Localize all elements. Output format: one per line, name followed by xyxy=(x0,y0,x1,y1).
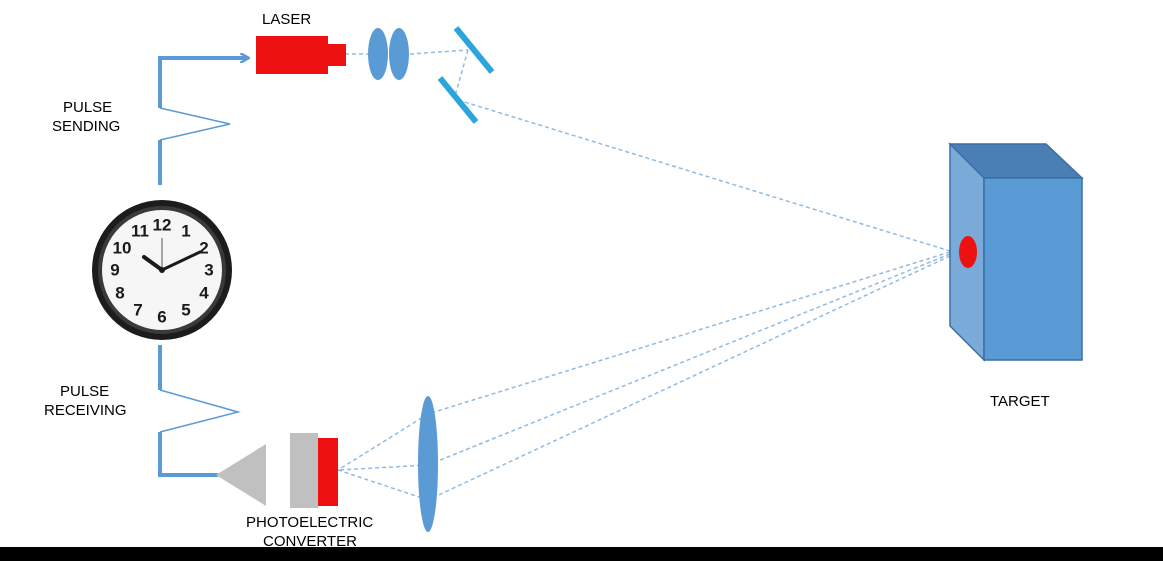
focus-beam-top xyxy=(337,413,429,471)
mirrors xyxy=(437,26,495,124)
focus-beam-bottom xyxy=(337,469,429,501)
clock-numeral: 9 xyxy=(110,261,119,280)
beam-mirror-to-target xyxy=(457,99,951,252)
beam-mirror-to-mirror xyxy=(454,49,469,97)
return-beam-top xyxy=(427,251,951,415)
photoelectric-converter-label-line2: CONVERTER xyxy=(263,533,357,550)
pulse-sending-label-line2: SENDING xyxy=(52,118,120,135)
target-front-face xyxy=(983,177,1083,361)
target-label: TARGET xyxy=(990,393,1050,410)
focus-beam-mid xyxy=(337,464,429,471)
clock-numeral: 3 xyxy=(204,261,213,280)
converter-sensor xyxy=(318,438,338,506)
pulse-sending-label-line1: PULSE xyxy=(63,99,112,116)
clock-numeral: 2 xyxy=(199,239,208,258)
clock-numeral: 12 xyxy=(153,216,172,235)
converter-body xyxy=(290,433,318,508)
mirror-lower xyxy=(437,76,479,124)
converter-amplifier-triangle xyxy=(216,444,266,506)
clock-numeral: 8 xyxy=(115,284,124,303)
target-spot xyxy=(959,236,977,268)
clock-minute-hand xyxy=(160,250,202,272)
pulse-sending-wire xyxy=(158,58,248,185)
clock-numeral: 11 xyxy=(131,222,149,241)
beam-lens-to-mirror xyxy=(409,49,469,55)
laser-label: LASER xyxy=(262,11,311,28)
mirror-upper xyxy=(453,26,495,74)
photoelectric-converter xyxy=(216,433,338,508)
clock-numeral: 10 xyxy=(113,239,132,258)
clock: 12 1 2 3 4 5 6 7 8 9 10 11 xyxy=(92,200,232,340)
laser-emitter xyxy=(256,36,346,74)
transmit-lens-pair xyxy=(368,28,409,80)
clock-numeral: 7 xyxy=(133,301,142,320)
photoelectric-converter-label-line1: PHOTOELECTRIC xyxy=(246,514,373,531)
bottom-bar xyxy=(0,547,1163,561)
clock-numeral: 5 xyxy=(181,301,190,320)
pulse-receiving-label-line1: PULSE xyxy=(60,383,109,400)
clock-numeral: 6 xyxy=(157,308,166,327)
clock-hour-hand xyxy=(142,255,164,272)
target-block xyxy=(948,142,1084,362)
clock-numeral: 1 xyxy=(181,222,190,241)
pulse-receiving-wire xyxy=(158,345,241,477)
receiving-lens xyxy=(418,396,438,532)
clock-numeral: 4 xyxy=(199,284,209,303)
return-beam-mid xyxy=(427,253,951,466)
pulse-receiving-label-line2: RECEIVING xyxy=(44,402,127,419)
return-beam-bottom xyxy=(427,255,951,501)
return-beams xyxy=(337,251,951,501)
outgoing-beam xyxy=(345,49,951,252)
clock-hub xyxy=(159,267,165,273)
